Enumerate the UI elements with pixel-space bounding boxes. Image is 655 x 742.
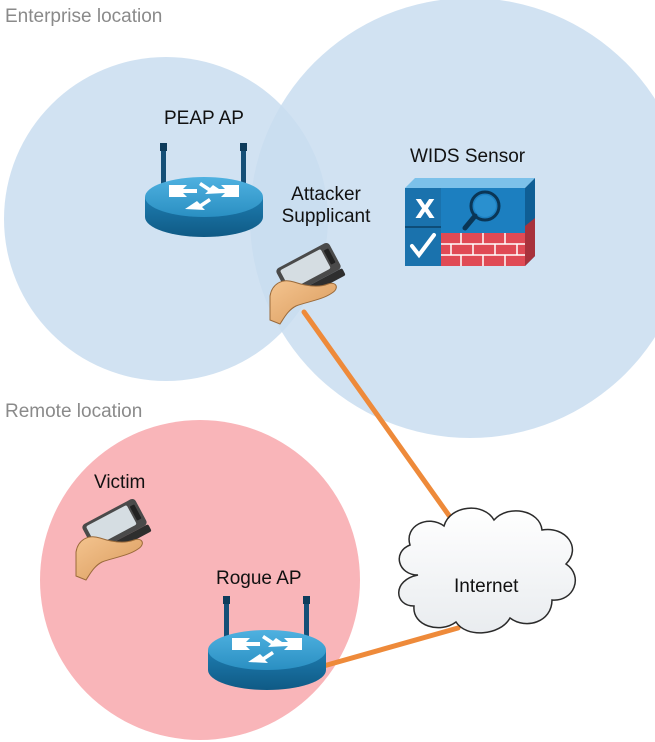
wids-sensor-icon: X — [405, 178, 535, 266]
attacker-label: Attacker Supplicant — [268, 184, 384, 228]
wids-sensor-label: WIDS Sensor — [410, 146, 526, 167]
attacker-internet-link — [301, 309, 473, 548]
victim-label: Victim — [94, 472, 146, 493]
peap-ap-label: PEAP AP — [164, 108, 244, 129]
internet-cloud-icon — [398, 507, 577, 634]
enterprise-location-label: Enterprise location — [5, 6, 163, 27]
remote-location-label: Remote location — [5, 401, 143, 422]
attacker-label-line1: Attacker — [291, 184, 361, 205]
rogue-ap-label: Rogue AP — [216, 568, 302, 589]
rogue-ap-internet-link — [317, 625, 461, 670]
svg-text:X: X — [415, 195, 435, 225]
remote-zone — [40, 420, 360, 740]
internet-label: Internet — [454, 576, 519, 597]
attacker-label-line2: Supplicant — [281, 205, 371, 227]
